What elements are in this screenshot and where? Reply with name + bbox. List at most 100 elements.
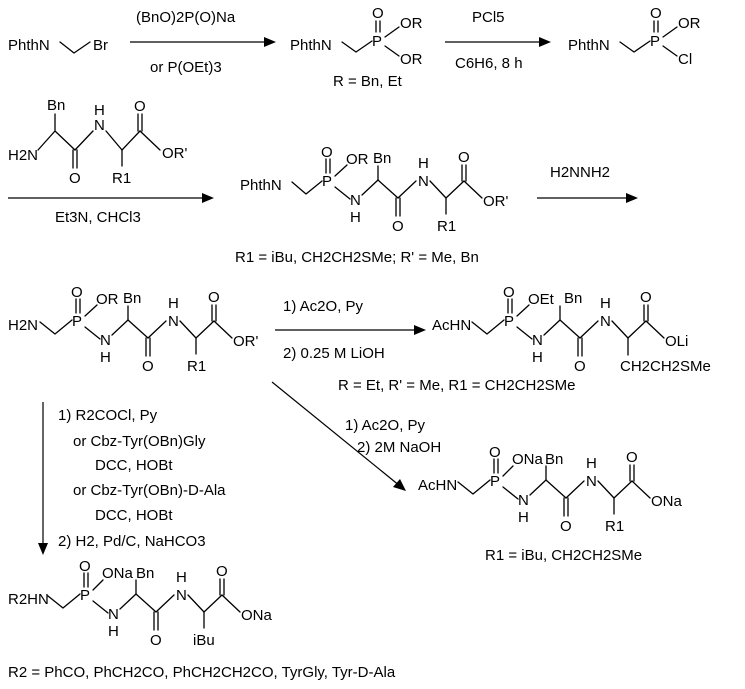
bond [127,319,149,339]
h-atom: H [168,295,179,312]
reagent-label: 2) H2, Pd/C, NaHCO3 [58,533,206,550]
bond [457,479,491,495]
bond [334,186,351,200]
ona-label: ONa [102,565,134,582]
phosphonochloridate: PhthN P O OR Cl [568,5,701,68]
phosphonate-ester: PhthN P O OR OR R = Bn, Et [290,5,423,90]
o-atom: O [392,218,404,235]
reagent-label: (BnO)2P(O)Na [136,9,236,26]
bond [119,593,137,610]
bond [631,480,651,499]
definition-label: R = Et, R' = Me, R1 = CH2CH2SMe [338,377,576,394]
bn-label: Bn [136,565,154,582]
bond [213,320,233,339]
n-atom: N [350,192,361,209]
reagent-label: 1) R2COCl, Py [58,407,158,424]
o-atom: O [71,284,83,301]
bond [377,179,399,199]
bond [84,326,101,340]
h2n-label: H2N [8,147,38,164]
h-atom: H [176,569,187,586]
bond [341,40,373,53]
o-atom: O [208,289,220,306]
bond [111,319,129,336]
h-atom: H [586,455,597,472]
bond [187,594,205,613]
bond [645,320,665,339]
aminomethyl-phosphonamidate: H2N P O OR N H Bn O N H R1 O OR' [8,284,259,375]
bond [105,130,123,151]
ona-end-label: ONa [651,493,683,510]
n-atom: N [518,492,529,509]
bond [613,480,633,499]
n-atom: N [100,332,111,349]
starting-material-bromide: PhthN Br [8,37,108,54]
r1-label: R1 [605,518,624,535]
reagent-label: Et3N, CHCl3 [55,209,141,226]
p-atom: P [504,313,514,330]
reagent-label: 2) 0.25 M LiOH [283,345,385,362]
h-atom: H [418,155,429,172]
o-atom: O [216,563,228,580]
r2hn-label: R2HN [8,591,49,608]
bond [203,594,223,613]
h-atom: H [350,209,361,226]
arrow-step1: (BnO)2P(O)Na or P(OEt)3 [130,9,276,76]
phosphonamidate-dipeptide: PhthN P O OR N H Bn O N H R1 O OR' R1 = … [235,144,509,266]
p-atom: P [80,587,90,604]
bond [291,180,323,195]
o-atom: O [574,358,586,375]
n-atom: N [532,332,543,349]
reagent-label: 1) Ac2O, Py [283,298,364,315]
n-atom: N [418,173,429,190]
r-definition: R = Bn, Et [333,73,403,90]
bond [47,593,81,609]
p-atom: P [490,473,500,490]
arrow-step2: PCl5 C6H6, 8 h [445,9,551,72]
ona-label: ONa [512,451,544,468]
r1-label: R1 [112,170,131,187]
br-label: Br [93,37,108,54]
arrow-step7: 1) R2COCl, Py or Cbz-Tyr(OBn)Gly DCC, HO… [38,402,226,555]
bond [516,304,530,317]
or-label: OR [96,291,119,308]
reagent-label: C6H6, 8 h [455,55,523,72]
arrow-step5: 1) Ac2O, Py 2) 0.25 M LiOH [275,298,426,362]
n-atom: N [108,606,119,623]
disodium-salt-product: AcHN P O ONa N H Bn O N H R1 O ONa R1 = … [418,444,683,564]
bond [543,319,561,336]
bond [662,26,678,38]
bond [529,479,547,496]
oprime-label: OR' [233,333,259,350]
o-atom: O [626,449,638,466]
bond [92,600,109,614]
ona-end-label: ONa [241,607,273,624]
h-atom: H [108,623,119,640]
bond [39,319,73,335]
h-atom: H [532,349,543,366]
or-label: OR [346,151,369,168]
reagent-label: DCC, HOBt [95,507,173,524]
p-atom: P [72,313,82,330]
bond [662,45,678,57]
h-atom: H [94,102,105,119]
bond [37,130,56,151]
bond [516,326,533,340]
p-atom: P [650,33,660,50]
bond [463,180,483,199]
bn-label: Bn [564,290,582,307]
bond [334,164,348,177]
reagent-label: 2) 2M NaOH [357,439,441,456]
oprime-label: OR' [483,193,509,210]
side-chain-label: CH2CH2SMe [620,358,711,375]
n-atom: N [94,117,105,134]
h2n-label: H2N [8,317,38,334]
bond [471,319,505,335]
o-atom: O [489,444,501,461]
cl-label: Cl [678,51,692,68]
oprime-label: OR' [162,145,188,162]
bond [502,486,519,500]
o-atom: O [640,289,652,306]
arrow-step6: 1) Ac2O, Py 2) 2M NaOH [271,381,441,491]
